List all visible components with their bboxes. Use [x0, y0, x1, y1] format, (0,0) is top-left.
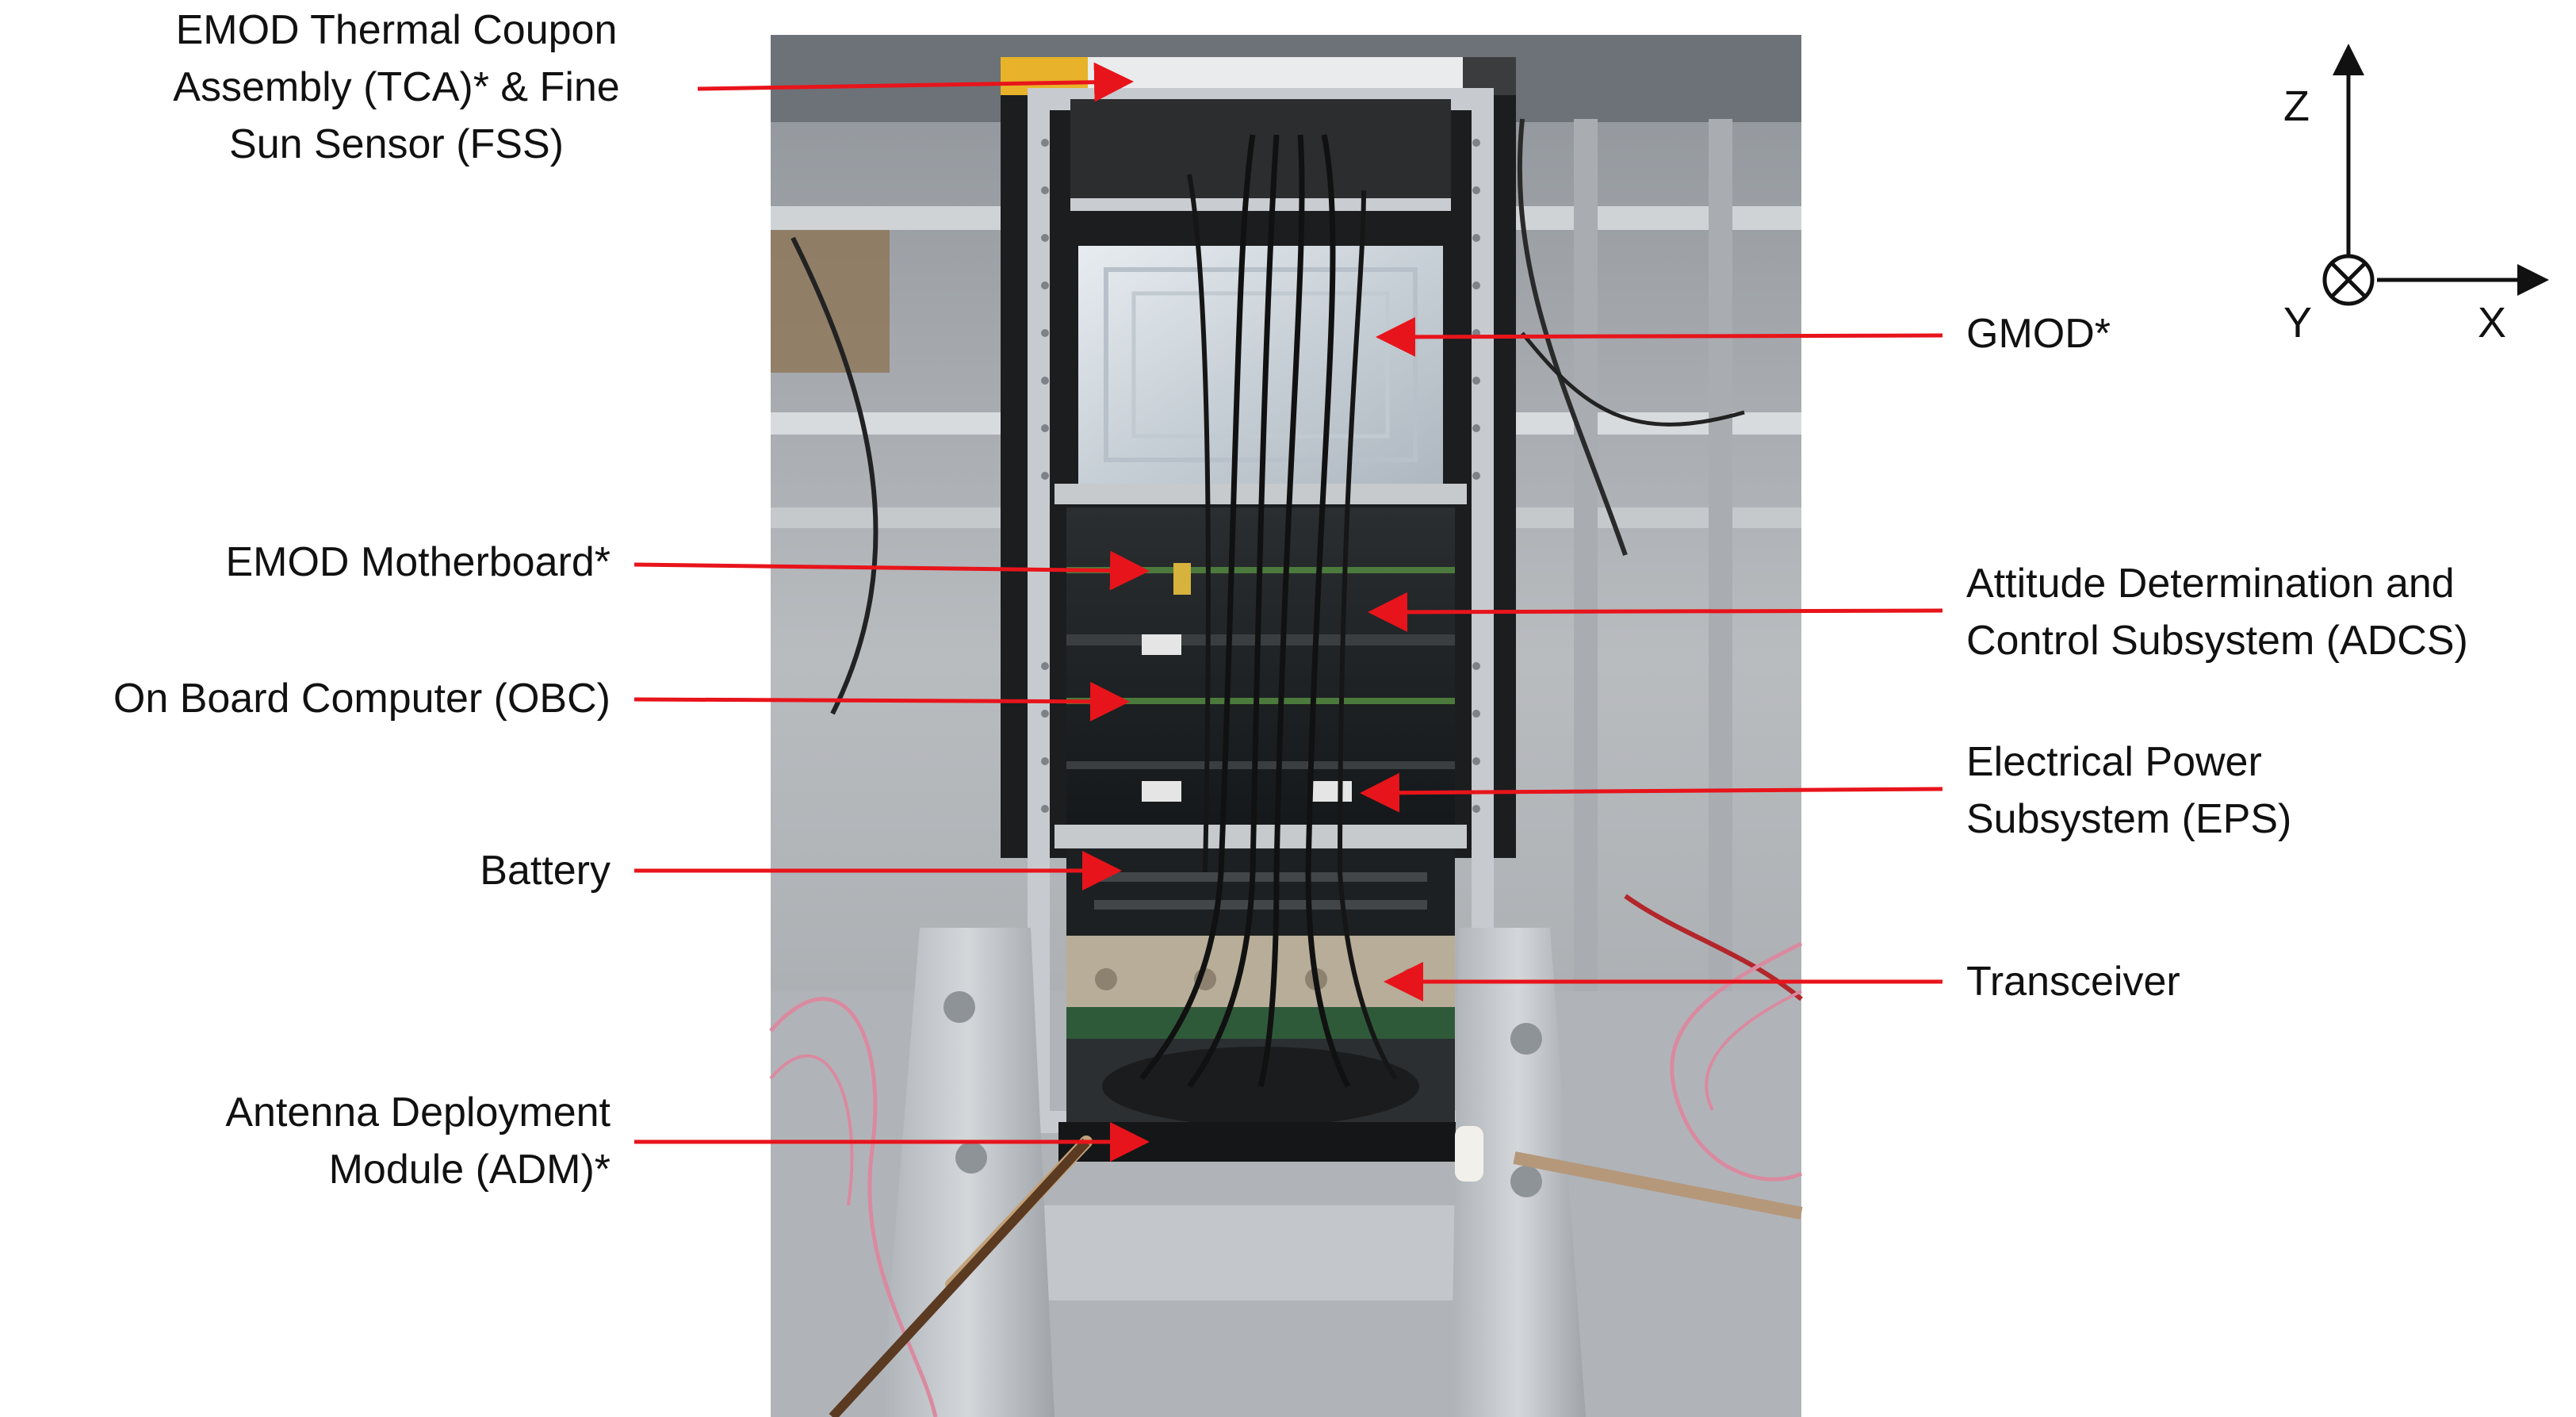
- label-tca-fss: EMOD Thermal Coupon Assembly (TCA)* & Fi…: [173, 7, 620, 167]
- arrow-motherboard: [633, 550, 1150, 591]
- label-transceiver: Transceiver: [1966, 959, 2180, 1005]
- arrow-gmod: [1376, 316, 1943, 357]
- label-eps: Electrical Power Subsystem (EPS): [1966, 739, 2292, 842]
- label-obc: On Board Computer (OBC): [113, 676, 611, 722]
- arrow-obc: [633, 681, 1130, 722]
- label-motherboard: EMOD Motherboard*: [225, 539, 611, 585]
- arrow-tca: [697, 62, 1134, 102]
- label-battery: Battery: [480, 848, 611, 894]
- y-axis-label: Y: [2283, 299, 2312, 347]
- y-axis-into-page-icon: [2322, 254, 2375, 306]
- z-axis-label: Z: [2283, 82, 2310, 130]
- label-adcs: Attitude Determination and Control Subsy…: [1966, 561, 2468, 664]
- label-adm: Antenna Deployment Module (ADM)*: [225, 1090, 611, 1193]
- arrow-eps: [1360, 772, 1943, 813]
- label-gmod: GMOD*: [1966, 311, 2111, 357]
- x-axis-label: X: [2478, 299, 2506, 347]
- arrow-adcs: [1368, 592, 1943, 632]
